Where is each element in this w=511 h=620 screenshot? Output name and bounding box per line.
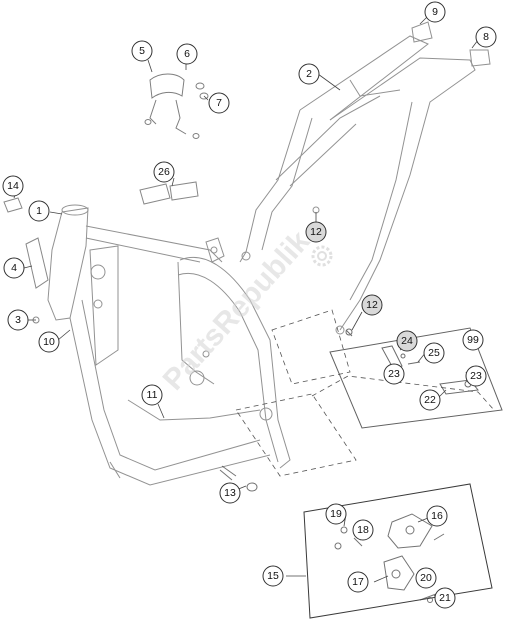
callout-13-label: 13	[224, 487, 236, 499]
callout-24: 24	[396, 330, 418, 352]
callout-26: 26	[153, 161, 175, 183]
callout-99-label: 99	[467, 334, 479, 346]
callout-10: 10	[38, 331, 60, 353]
callout-1: 1	[28, 200, 50, 222]
callout-4-label: 4	[11, 262, 17, 274]
kit-outlines	[235, 309, 503, 477]
callout-2-label: 2	[306, 68, 312, 80]
callout-22-label: 22	[424, 394, 436, 406]
kit-15-box	[303, 483, 493, 619]
callout-18: 18	[352, 519, 374, 541]
callout-26-label: 26	[158, 166, 170, 178]
callout-13: 13	[219, 482, 241, 504]
callout-6: 6	[176, 43, 198, 65]
callout-7: 7	[208, 92, 230, 114]
callout-17-label: 17	[352, 576, 364, 588]
callout-99: 99	[462, 329, 484, 351]
callout-21: 21	[434, 587, 456, 609]
callout-23-right-label: 23	[470, 370, 482, 382]
callout-24-label: 24	[401, 335, 413, 347]
callout-22: 22	[419, 389, 441, 411]
callout-11-label: 11	[147, 389, 158, 401]
callout-5: 5	[131, 40, 153, 62]
callout-19-label: 19	[330, 508, 342, 520]
callout-16: 16	[426, 505, 448, 527]
callout-20: 20	[415, 567, 437, 589]
callout-15: 15	[262, 565, 284, 587]
callout-25: 25	[423, 342, 445, 364]
watermark-gear-icon	[311, 245, 333, 267]
kit-99-parts	[345, 328, 479, 395]
watermark-text: PartsRepublik	[157, 224, 317, 396]
callout-8: 8	[475, 26, 497, 48]
callout-25-label: 25	[428, 347, 440, 359]
callout-14: 14	[2, 175, 24, 197]
callout-1-label: 1	[36, 205, 42, 217]
callout-12-lower-label: 12	[366, 299, 378, 311]
callout-8-label: 8	[483, 31, 489, 43]
subframe	[239, 21, 491, 335]
callout-15-label: 15	[267, 570, 279, 582]
bolt-13	[219, 465, 258, 492]
callout-23-left: 23	[383, 363, 405, 385]
callout-9: 9	[424, 1, 446, 23]
callout-10-label: 10	[43, 336, 55, 348]
callout-18-label: 18	[357, 524, 369, 536]
callout-23-left-label: 23	[388, 368, 400, 380]
callout-5-label: 5	[139, 45, 145, 57]
callout-19: 19	[325, 503, 347, 525]
callout-2: 2	[298, 63, 320, 85]
cable-clip-parts	[144, 73, 209, 139]
callout-12-upper-label: 12	[310, 226, 322, 238]
callout-12-lower: 12	[361, 294, 383, 316]
callout-9-label: 9	[432, 6, 438, 18]
callout-4: 4	[3, 257, 25, 279]
callout-11: 11	[141, 384, 163, 406]
callout-3-label: 3	[15, 314, 21, 326]
callout-16-label: 16	[431, 510, 443, 522]
watermark: PartsRepublik	[157, 224, 333, 397]
callout-6-label: 6	[184, 48, 190, 60]
callout-21-label: 21	[439, 592, 451, 604]
callout-20-label: 20	[420, 572, 432, 584]
callout-3: 3	[7, 309, 29, 331]
callout-12-upper: 12	[305, 221, 327, 243]
callout-23-right: 23	[465, 365, 487, 387]
callout-17: 17	[347, 571, 369, 593]
callout-7-label: 7	[216, 97, 222, 109]
frame-protector-pads	[139, 181, 199, 205]
main-frame	[47, 204, 291, 486]
callout-14-label: 14	[7, 180, 19, 192]
